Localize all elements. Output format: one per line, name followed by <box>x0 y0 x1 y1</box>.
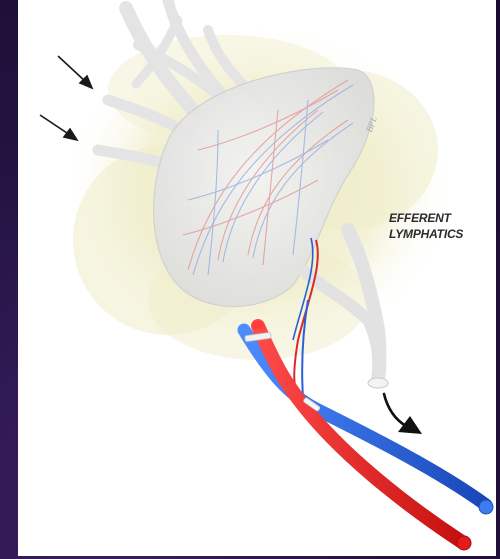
artery-end <box>457 536 471 550</box>
efferent-lymphatics-label: EFFERENT LYMPHATICS <box>389 210 463 242</box>
artery-opening <box>252 321 264 329</box>
vein-opening <box>238 325 250 333</box>
efferent-flow-arrow <box>384 394 422 434</box>
efferent-vessel-opening <box>368 378 388 388</box>
lymph-node-diagram <box>18 0 496 556</box>
diagram-panel: BPL EFFERENT LYMPHATICS <box>18 0 496 556</box>
vein-end <box>479 500 493 514</box>
